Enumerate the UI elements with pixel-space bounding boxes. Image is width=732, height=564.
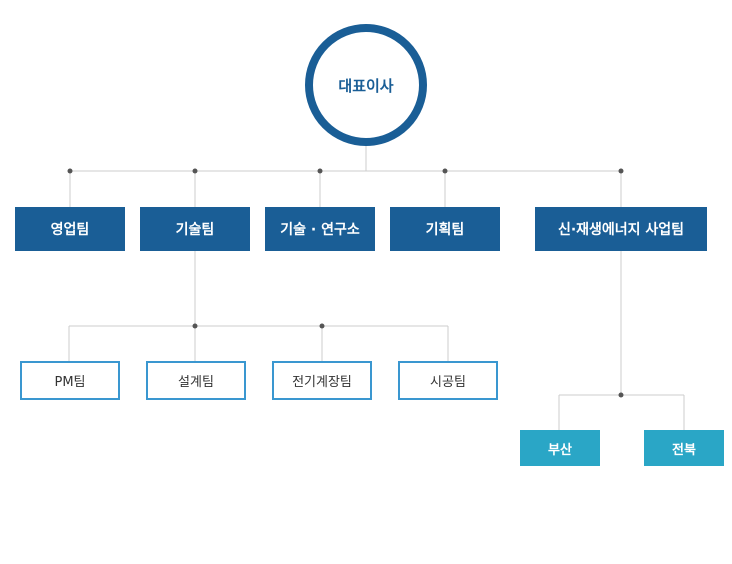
team-label: 설계팀 [178,375,214,390]
dept-label: 기술팀 [175,222,215,238]
team-label: PM팀 [54,375,86,390]
junction-dot [442,168,448,174]
junction-dot [67,168,73,174]
region-label: 부산 [548,442,572,458]
team-construction: 시공팀 [398,361,498,400]
dept-label: 기술 · 연구소 [280,222,360,238]
junction-dot [618,168,624,174]
dept-sales: 영업팀 [15,207,125,251]
dept-label: 신·재생에너지 사업팀 [557,222,685,238]
region-label: 전북 [672,442,696,458]
junction-dot [618,392,624,398]
junction-dot [192,168,198,174]
junction-dot [192,323,198,329]
dept-research: 기술 · 연구소 [265,207,375,251]
junction-dot [319,323,325,329]
dept-tech: 기술팀 [140,207,250,251]
team-pm: PM팀 [20,361,120,400]
dept-planning: 기획팀 [390,207,500,251]
team-electrical: 전기계장팀 [272,361,372,400]
region-jeonbuk: 전북 [644,430,724,466]
ceo-node: 대표이사 [305,24,427,146]
dept-renewable: 신·재생에너지 사업팀 [535,207,707,251]
region-busan: 부산 [520,430,600,466]
junction-dot [317,168,323,174]
dept-label: 영업팀 [50,222,90,238]
team-design: 설계팀 [146,361,246,400]
team-label: 전기계장팀 [292,375,352,390]
team-label: 시공팀 [430,375,466,390]
ceo-label: 대표이사 [338,76,394,95]
dept-label: 기획팀 [425,222,465,238]
